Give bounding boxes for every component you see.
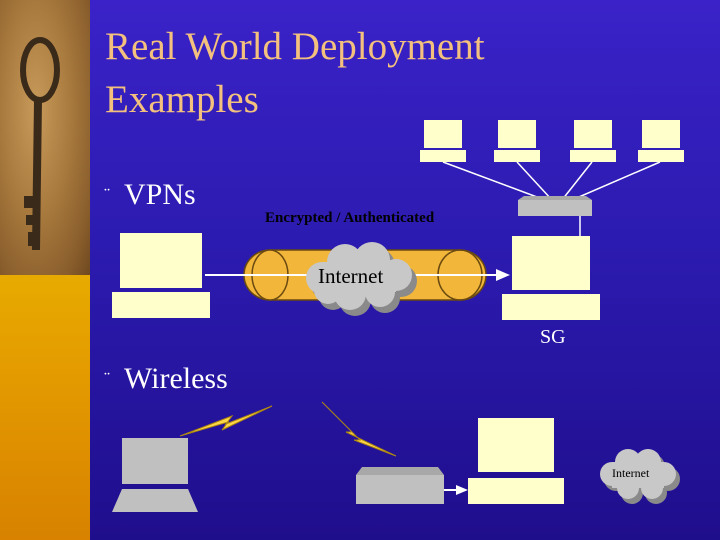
computer-icon [112, 438, 198, 512]
key-icon [20, 37, 60, 251]
computer-icon [570, 120, 616, 162]
computer-icon [638, 120, 684, 162]
computer-icon [468, 418, 564, 504]
internet-cloud-label: Internet [318, 264, 384, 288]
router-icon [356, 467, 444, 504]
bullet-text-wireless: Wireless [124, 362, 228, 395]
lightning-icon [179, 405, 273, 437]
wireless-arrowhead [456, 485, 468, 495]
wireless-internet-label: Internet [612, 466, 650, 480]
security-gateway-label: SG [540, 326, 566, 348]
vpn-arrowhead [496, 269, 510, 281]
computer-icon [420, 120, 466, 162]
bullet-wireless: ¨ Wireless [104, 362, 228, 396]
router-top [518, 196, 592, 200]
lightning-icon [321, 401, 397, 457]
bullet-glyph: ¨ [104, 184, 110, 204]
router-icon [518, 200, 592, 216]
slide-title-line1: Real World Deployment [105, 25, 485, 68]
slide-title-line2: Examples [105, 78, 259, 121]
bullet-vpns: ¨ VPNs [104, 178, 196, 212]
cloud-icon [600, 449, 680, 504]
computer-icon [112, 233, 210, 318]
lan-wires [442, 161, 661, 236]
tunnel-label: Encrypted / Authenticated [265, 210, 435, 226]
computer-icon [502, 236, 600, 320]
key-photo [0, 0, 90, 275]
bullet-glyph: ¨ [104, 368, 110, 388]
computer-icon [494, 120, 540, 162]
bullet-text-vpns: VPNs [124, 178, 196, 211]
cloud-icon [306, 242, 417, 316]
